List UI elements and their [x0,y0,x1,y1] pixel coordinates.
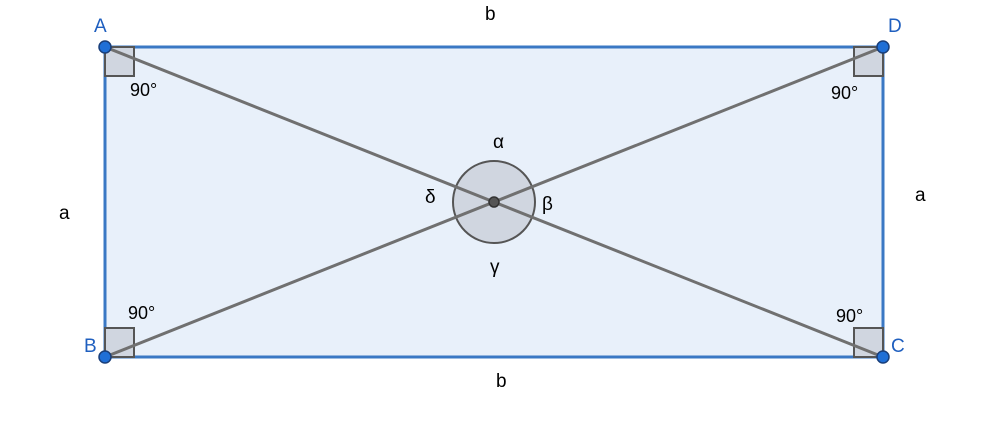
angle-label-alpha: α [493,132,504,153]
side-label-left: a [59,203,70,224]
vertex-a[interactable] [98,40,112,54]
vertex-label-a: A [94,16,107,37]
right-angle-marker-c [853,327,884,358]
vertex-c[interactable] [876,350,890,364]
angle-label-b: 90° [128,303,155,323]
vertex-label-b: B [84,336,97,357]
angle-label-gamma: γ [490,257,500,278]
vertex-label-c: C [891,336,905,357]
side-label-right: a [915,185,926,206]
vertex-d[interactable] [876,40,890,54]
angle-label-c: 90° [836,306,863,326]
vertex-label-d: D [888,16,902,37]
angle-label-d: 90° [831,83,858,103]
angle-label-a: 90° [130,80,157,100]
vertex-b[interactable] [98,350,112,364]
angle-label-delta: δ [425,187,436,208]
side-label-top: b [485,4,496,25]
angle-label-beta: β [542,194,553,215]
side-label-bottom: b [496,371,507,392]
intersection-point [488,196,500,208]
